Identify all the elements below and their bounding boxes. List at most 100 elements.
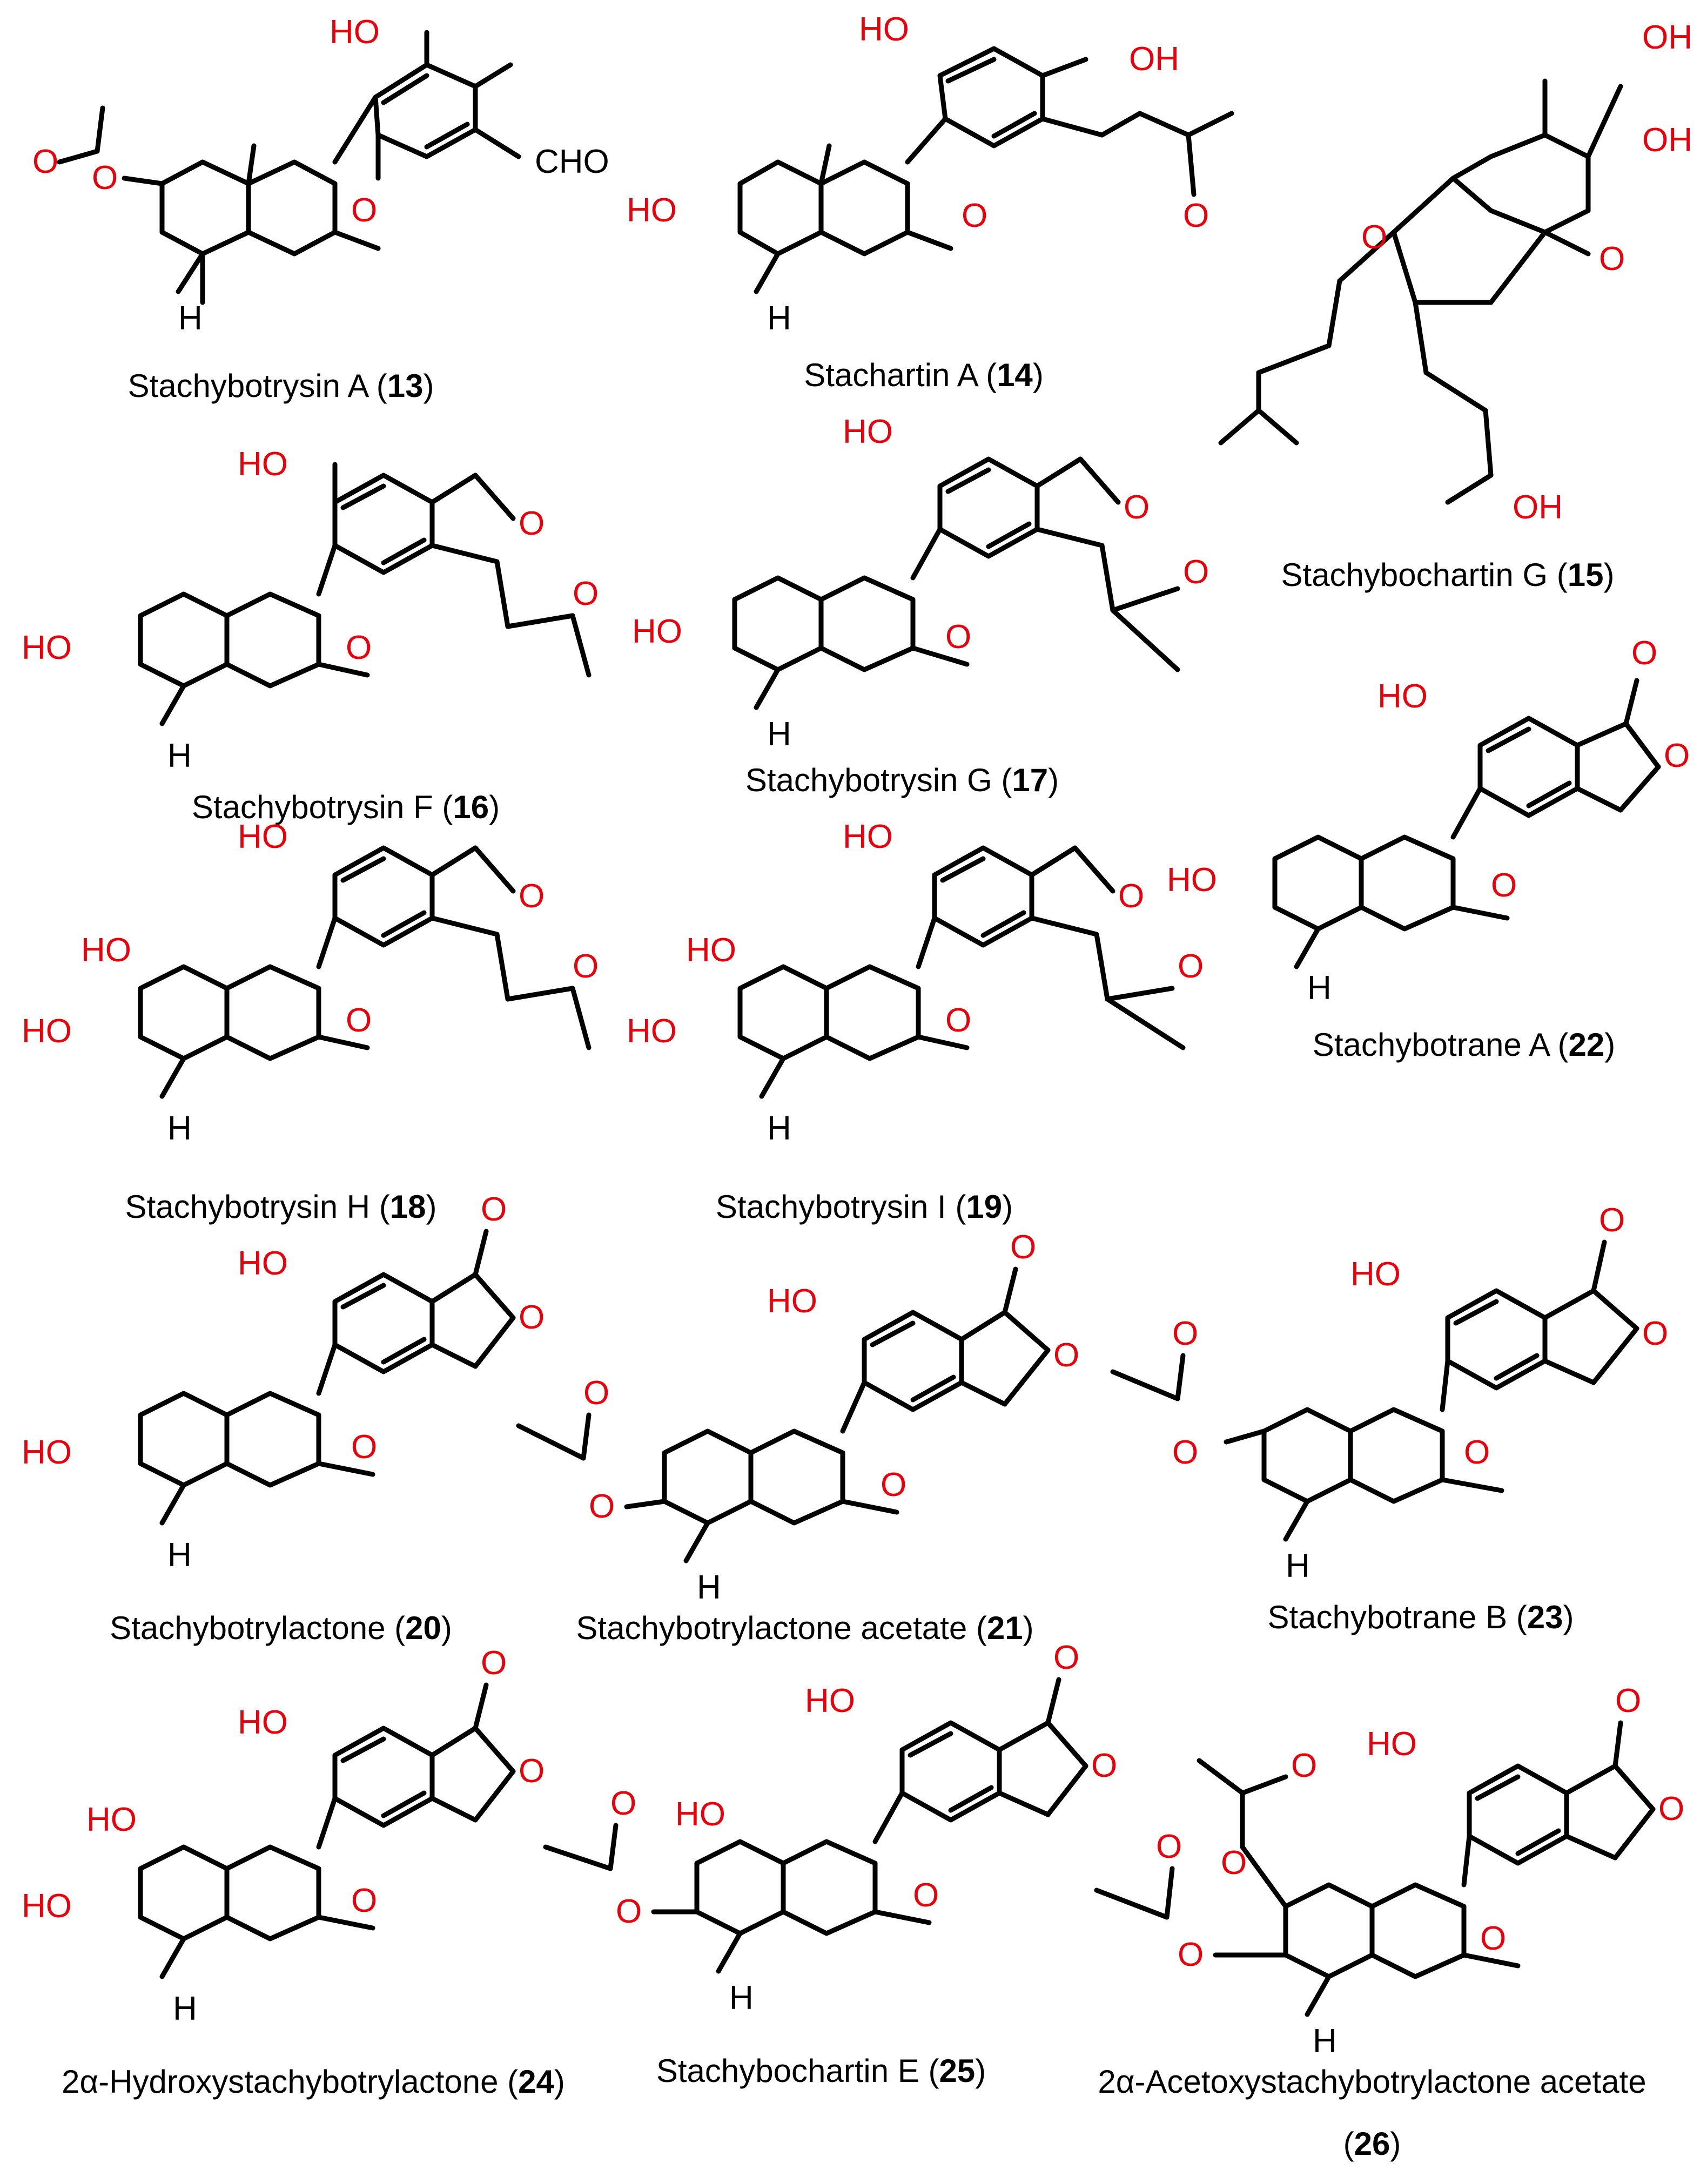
atom-label: OH	[1513, 489, 1563, 526]
atom-label: O	[1480, 1920, 1506, 1957]
atom-label: H	[767, 716, 791, 753]
atom-label: HO	[81, 932, 131, 969]
atom-label: O	[92, 159, 118, 197]
structure-25: HO O O O HO O O H	[543, 1639, 1117, 2017]
atom-label: O	[351, 1428, 377, 1466]
atom-label: O	[519, 1299, 545, 1336]
structure-13: HO O CHO O O H	[32, 14, 609, 337]
atom-label: HO	[843, 413, 893, 450]
atom-label: HO	[1350, 1256, 1401, 1293]
atom-label: O	[1658, 1790, 1684, 1828]
atom-label: OH	[1642, 122, 1692, 159]
atom-label: HO	[1167, 861, 1217, 899]
atom-label: HO	[330, 14, 380, 51]
atom-label: O	[1124, 489, 1150, 526]
atom-label: O	[616, 1893, 642, 1930]
atom-label: O	[881, 1466, 906, 1504]
atom-label: HO	[1377, 678, 1428, 715]
atom-label: O	[1183, 554, 1209, 591]
atom-label: HO	[843, 818, 893, 855]
atom-label: HO	[632, 613, 682, 650]
structure-17: HO O O O HO H	[632, 413, 1209, 753]
caption-16: Stachybotrysin F (16)	[192, 789, 500, 825]
atom-label: O	[1053, 1337, 1079, 1374]
atom-label: O	[1599, 240, 1625, 278]
atom-label: HO	[627, 1013, 677, 1050]
atom-label: H	[1286, 1547, 1310, 1585]
atom-label: O	[573, 575, 599, 612]
atom-label: O	[589, 1488, 615, 1525]
caption-21: Stachybotrylactone acetate (21)	[576, 1610, 1033, 1646]
atom-label: HO	[686, 932, 736, 969]
structure-19: HO O O O HO HO H	[627, 818, 1204, 1147]
atom-label: O	[1172, 1434, 1198, 1471]
atom-label: O	[1221, 1844, 1247, 1882]
atom-label: O	[1053, 1639, 1079, 1676]
atom-label: HO	[805, 1682, 855, 1720]
atom-label: HO	[859, 11, 909, 48]
atom-label: O	[1172, 1315, 1198, 1352]
atom-label: HO	[675, 1796, 725, 1833]
atom-label: HO	[22, 1434, 72, 1471]
atom-label: H	[167, 1536, 192, 1574]
atom-label: O	[1118, 878, 1144, 915]
atom-label: O	[519, 505, 545, 542]
atom-label: O	[1178, 1936, 1204, 1973]
structure-21: HO O O O O O H	[516, 1229, 1079, 1606]
caption-23: Stachybotrane B (23)	[1267, 1599, 1574, 1635]
atom-label: H	[167, 737, 192, 774]
atom-label: H	[167, 1110, 192, 1147]
atom-label: O	[1010, 1229, 1036, 1266]
caption-19: Stachybotrysin I (19)	[716, 1189, 1013, 1225]
structure-15: OH OH O O OH	[1218, 19, 1692, 526]
atom-label: O	[1642, 1315, 1668, 1352]
structure-24: HO O O O HO HO H	[22, 1644, 545, 2027]
atom-label: O	[913, 1877, 939, 1914]
caption-24: 2α-Hydroxystachybotrylactone (24)	[62, 2064, 565, 2100]
structure-23: HO O O O O O H	[1110, 1202, 1668, 1585]
atom-label: O	[1091, 1747, 1117, 1784]
caption-14: Stachartin A (14)	[804, 357, 1044, 393]
atom-label: O	[519, 1752, 545, 1790]
caption-18: Stachybotrysin H (18)	[125, 1189, 437, 1225]
atom-label: O	[1183, 197, 1209, 234]
atom-label: O	[1664, 737, 1690, 774]
atom-label: HO	[22, 1888, 72, 1925]
caption-25: Stachybochartin E (25)	[656, 2053, 986, 2089]
atom-label: O	[481, 1191, 507, 1228]
atom-label: O	[1178, 948, 1204, 985]
structure-16: HO O O O HO H	[22, 446, 599, 774]
structure-22: HO O O O HO H	[1167, 635, 1690, 1007]
atom-label: O	[1599, 1202, 1625, 1239]
caption-13: Stachybotrysin A (13)	[128, 368, 434, 404]
atom-label: H	[173, 1990, 197, 2027]
atom-label: O	[32, 143, 58, 180]
atom-label: HO	[22, 629, 72, 666]
atom-label: O	[1491, 867, 1517, 904]
atom-label: HO	[86, 1801, 137, 1838]
atom-label: O	[962, 197, 987, 234]
atom-label: O	[1464, 1434, 1490, 1471]
atom-label: O	[945, 618, 971, 656]
atom-label: H	[729, 1979, 754, 2017]
atom-label: CHO	[535, 143, 609, 180]
atom-label: O	[1615, 1682, 1641, 1720]
atom-label: O	[945, 1002, 971, 1039]
atom-label: OH	[1129, 41, 1179, 78]
atom-label: H	[767, 1110, 791, 1147]
atom-label: H	[697, 1569, 721, 1606]
structure-26: HO O O O O O O O H	[1094, 1682, 1684, 2060]
atom-label: O	[351, 1882, 377, 1919]
caption-15: Stachybochartin G (15)	[1281, 557, 1615, 593]
atom-label: HO	[238, 1245, 288, 1282]
caption-20: Stachybotrylactone (20)	[110, 1610, 452, 1646]
atom-label: HO	[627, 192, 677, 229]
atom-label: H	[1307, 969, 1332, 1007]
atom-label: HO	[1367, 1725, 1417, 1763]
atom-label: O	[1291, 1747, 1317, 1784]
atom-label: O	[351, 192, 377, 229]
atom-label: O	[346, 629, 372, 666]
caption-22: Stachybotrane A (22)	[1313, 1027, 1615, 1063]
atom-label: HO	[238, 446, 288, 483]
